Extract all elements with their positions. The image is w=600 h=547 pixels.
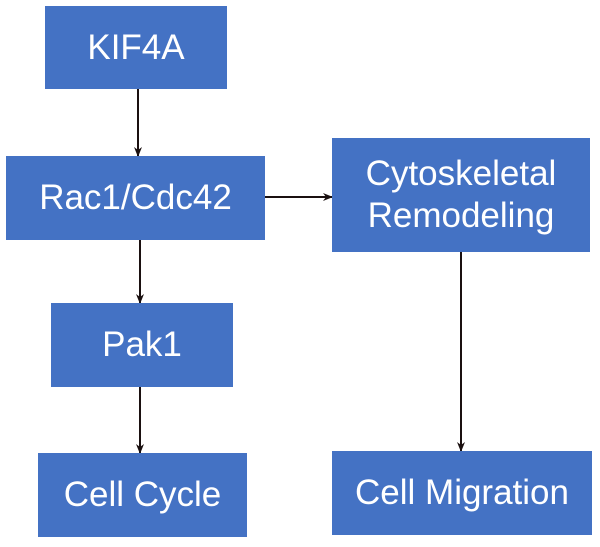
node-cell-cycle: Cell Cycle	[38, 453, 247, 537]
node-rac1-cdc42: Rac1/Cdc42	[6, 156, 265, 240]
node-cytoskeletal-remodeling: Cytoskeletal Remodeling	[332, 138, 590, 252]
node-kif4a: KIF4A	[45, 6, 227, 89]
node-label: KIF4A	[87, 27, 185, 67]
node-label: Pak1	[102, 325, 182, 364]
node-label: Cell Cycle	[63, 475, 222, 514]
node-label: Cell Migration	[355, 473, 569, 512]
node-pak1: Pak1	[51, 303, 233, 387]
node-cell-migration: Cell Migration	[332, 451, 592, 535]
node-label: Cytoskeletal Remodeling	[365, 154, 557, 235]
node-label: Rac1/Cdc42	[39, 178, 232, 217]
